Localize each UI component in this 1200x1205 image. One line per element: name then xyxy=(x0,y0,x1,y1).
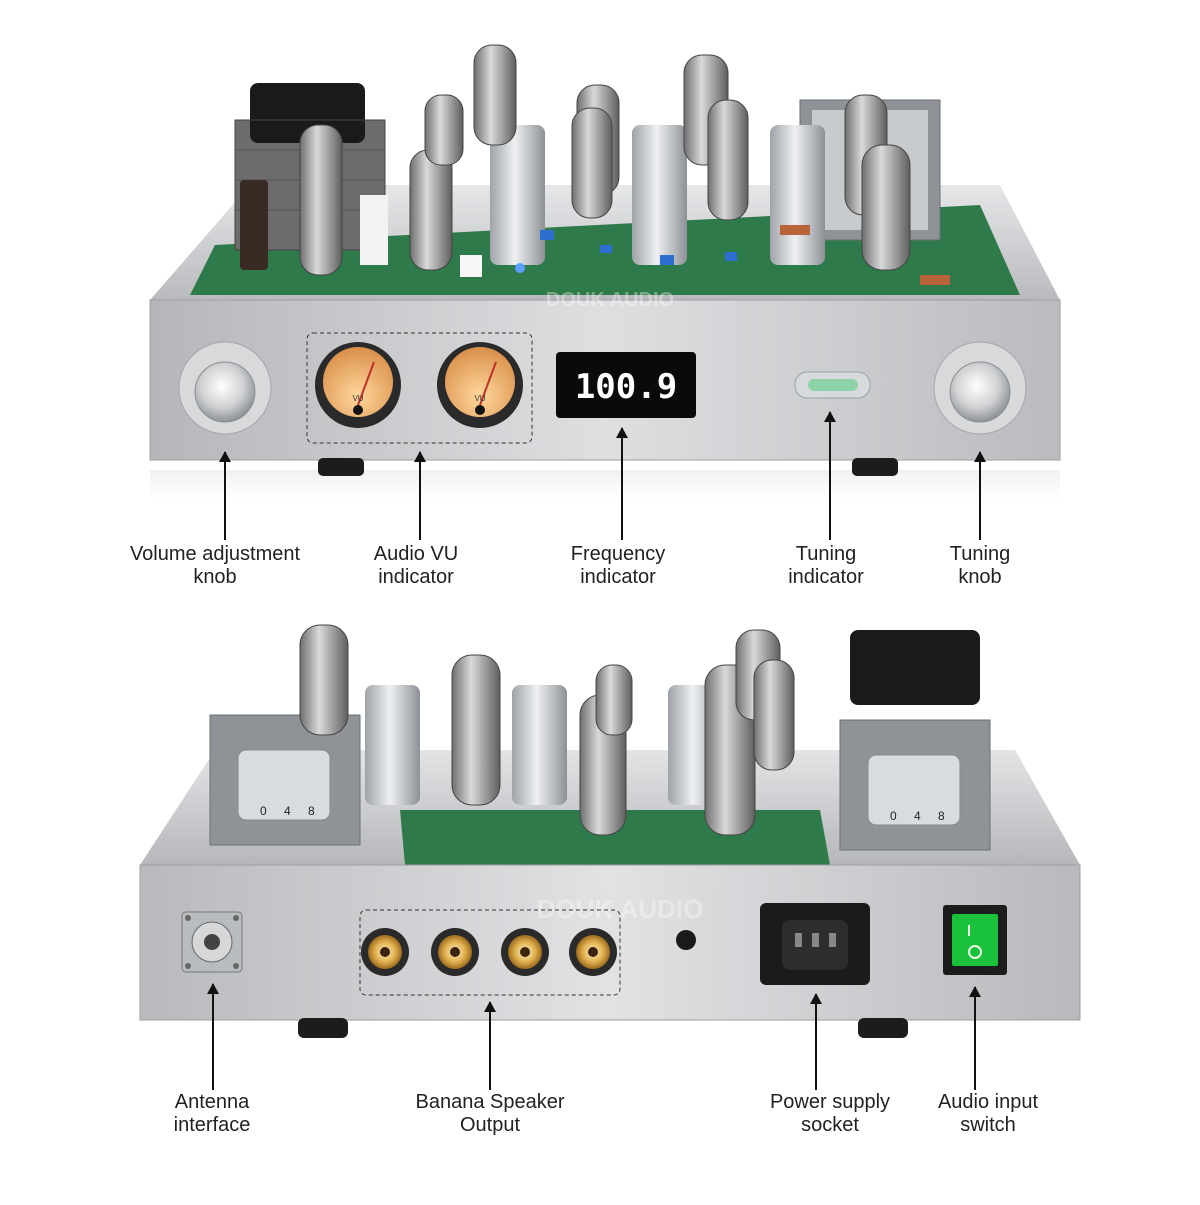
power-transformer-cover xyxy=(850,630,980,705)
rear-view-panel: 0 4 8 0 4 8 DOUK AUDIO xyxy=(0,600,1200,1200)
tap-4: 4 xyxy=(284,804,291,818)
tap-4: 4 xyxy=(914,809,921,823)
vu-meter-left xyxy=(315,342,401,428)
capacitor-can xyxy=(632,125,687,265)
vu-label-right: VU xyxy=(474,394,485,403)
frequency-readout: 100.9 xyxy=(575,367,677,407)
output-transformer-right xyxy=(839,630,991,851)
foot xyxy=(852,458,898,476)
tap-8: 8 xyxy=(938,809,945,823)
pointer-frequency xyxy=(616,427,628,540)
tuning-knob[interactable] xyxy=(933,341,1027,435)
pointer-banana xyxy=(484,1001,496,1090)
pointer-antenna xyxy=(207,983,219,1090)
tap-8: 8 xyxy=(308,804,315,818)
capacitor-can xyxy=(365,685,420,805)
brand-watermark: DOUK AUDIO xyxy=(546,289,674,311)
capacitor-can xyxy=(512,685,567,805)
pointer-tuning-knob xyxy=(974,451,986,540)
foot xyxy=(318,458,364,476)
vu-label-left: VU xyxy=(352,394,363,403)
vacuum-tubes xyxy=(299,624,795,836)
pointer-audio-switch xyxy=(969,986,981,1090)
rear-view-illustration: 0 4 8 0 4 8 DOUK AUDIO xyxy=(139,624,1081,1038)
volume-knob[interactable] xyxy=(178,341,272,435)
foot xyxy=(858,1018,908,1038)
power-socket[interactable] xyxy=(760,903,870,985)
front-view-panel: DOUK AUDIO VU VU 100.9 xyxy=(0,0,1200,600)
vu-group-outline xyxy=(306,332,533,444)
banana-group-outline xyxy=(359,909,621,996)
banana-posts[interactable] xyxy=(361,928,617,976)
chassis-hole xyxy=(676,930,696,950)
capacitor-can xyxy=(770,125,825,265)
vu-meter-right xyxy=(437,342,523,428)
frequency-display: 100.9 xyxy=(556,352,696,418)
electrolytic-cap xyxy=(240,180,268,270)
audio-input-switch[interactable] xyxy=(943,905,1007,975)
antenna-connector[interactable] xyxy=(181,911,243,973)
tap-0: 0 xyxy=(260,804,267,818)
pointer-tuning-indicator xyxy=(824,411,836,540)
pointer-volume xyxy=(219,451,231,540)
foot xyxy=(298,1018,348,1038)
pointer-power-socket xyxy=(810,993,822,1090)
front-view-illustration: DOUK AUDIO VU VU 100.9 xyxy=(149,44,1061,500)
vacuum-tubes xyxy=(299,44,911,276)
pcb-components xyxy=(360,195,950,285)
tap-0: 0 xyxy=(890,809,897,823)
capacitor-can xyxy=(490,125,545,265)
output-transformer-left xyxy=(209,714,361,846)
tuning-indicator xyxy=(794,371,871,399)
pointer-vu xyxy=(414,451,426,540)
